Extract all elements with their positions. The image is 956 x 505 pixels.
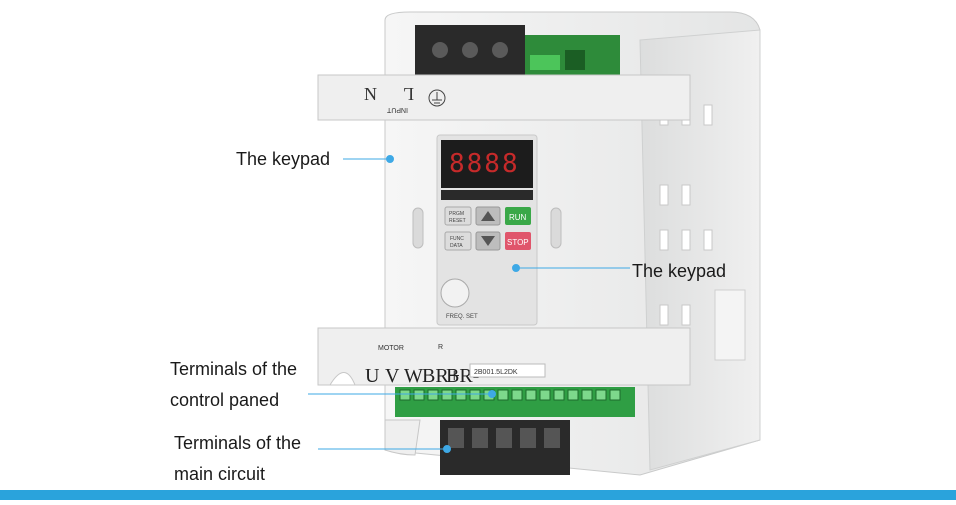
cover-slot-left	[412, 207, 424, 249]
main-circuit-terminals	[384, 419, 570, 475]
callout-keypad-right: The keypad	[632, 261, 727, 281]
terminal-br-plus: BR+	[422, 365, 460, 387]
callout-control-line1: Terminals of the	[170, 359, 298, 379]
ground-icon	[428, 89, 446, 107]
model-sticker	[469, 363, 546, 378]
input-text: INPUT	[386, 106, 408, 113]
callout-control-line2: control paned	[170, 390, 280, 410]
func-data-key[interactable]	[444, 231, 472, 251]
up-arrow-icon	[481, 211, 495, 221]
motor-label: MOTOR	[378, 345, 404, 352]
freq-set-label: FREQ. SET	[446, 314, 478, 320]
terminal-u: U	[365, 365, 380, 387]
run-key[interactable]	[505, 207, 531, 225]
run-key-label: RUN	[509, 213, 527, 222]
callout-leaders	[308, 155, 630, 453]
leader-dot-main	[443, 445, 451, 453]
rating-sticker	[714, 289, 746, 361]
terminal-w: W	[404, 365, 423, 387]
data-key-label: DATA	[450, 243, 463, 249]
down-arrow-icon	[481, 236, 495, 246]
stop-key[interactable]	[505, 232, 531, 250]
reset-key-label: RESET	[449, 218, 466, 224]
func-key-label: FUNC	[450, 236, 464, 242]
leader-dot-keypad-right	[512, 264, 520, 272]
leader-dot-keypad-left	[386, 155, 394, 163]
model-number: 2B001.5L2DK	[474, 369, 518, 376]
bottom-accent-bar	[0, 490, 956, 500]
input-cover: N L INPUT	[317, 74, 691, 121]
frequency-knob[interactable]	[440, 278, 470, 308]
input-n-label: N	[364, 84, 377, 104]
led-display	[441, 140, 533, 188]
leader-dot-control	[488, 390, 496, 398]
callout-keypad-left: The keypad	[236, 149, 331, 169]
cover-slot-right	[550, 207, 562, 249]
keypad-panel: 8888 PRGM RESET FUNC DATA RUN STOP FREQ.…	[436, 134, 538, 326]
input-l-label: L	[403, 84, 414, 104]
prgm-key-label: PRGM	[449, 211, 464, 217]
motor-cover: MOTOR R U V W BR+ BR- 2B001.5L2DK	[317, 327, 691, 387]
input-terminal-block	[415, 25, 620, 80]
control-terminal-strip	[395, 387, 635, 417]
callout-main-line1: Terminals of the	[174, 433, 302, 453]
r-label: R	[438, 344, 443, 351]
led-display-digits: 8888	[449, 149, 520, 179]
callout-main-line2: main circuit	[174, 464, 266, 484]
stop-key-label: STOP	[507, 238, 529, 247]
prgm-reset-key[interactable]	[444, 206, 472, 226]
terminal-v: V	[385, 365, 400, 387]
